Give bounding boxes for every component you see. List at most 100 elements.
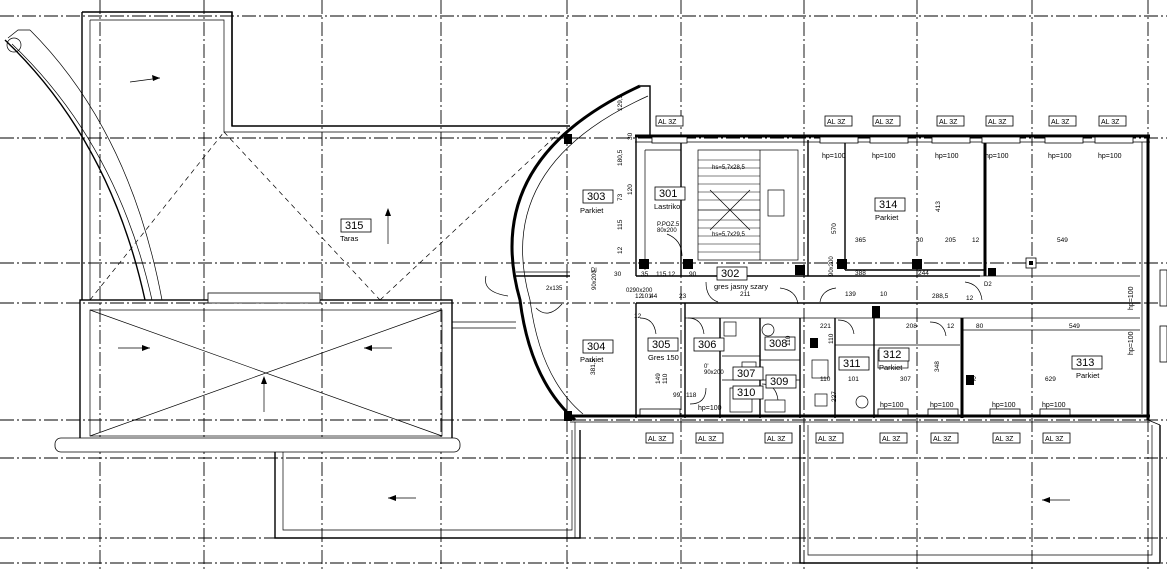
- room-number: 305: [652, 339, 670, 351]
- sill-height: hp=100: [1048, 153, 1072, 160]
- room-number: 307: [737, 368, 755, 380]
- svg-text:101: 101: [641, 293, 652, 300]
- svg-text:388: 388: [855, 270, 866, 277]
- room-311-label: 311: [838, 356, 870, 371]
- room-finish: gres jasny szary: [714, 282, 768, 291]
- sill-height: hp=100: [935, 153, 959, 160]
- svg-text:205: 205: [945, 237, 956, 244]
- room-312-label: 312 Parkiet: [878, 347, 910, 372]
- svg-text:44: 44: [650, 293, 658, 300]
- sill-height: hp=100: [880, 402, 904, 409]
- svg-text:115: 115: [656, 271, 667, 278]
- room-number: 310: [737, 387, 755, 399]
- room-306-label: 306: [693, 337, 725, 352]
- svg-text:307: 307: [900, 376, 911, 383]
- svg-text:115: 115: [617, 219, 624, 230]
- svg-text:110: 110: [785, 335, 792, 346]
- slope-arrows: [118, 75, 1070, 503]
- svg-text:211: 211: [740, 291, 751, 298]
- room-finish: Taras: [340, 234, 359, 243]
- room-301-label: 301 Lastriko: [654, 186, 686, 211]
- room-305-label: 305 Gres 150: [647, 337, 679, 362]
- svg-text:348: 348: [934, 361, 941, 372]
- sill-height: hp=100: [872, 153, 896, 160]
- room-309-label: 309: [765, 374, 797, 389]
- room-303-label: 303 Parkiet: [580, 189, 614, 215]
- svg-text:Dl: Dl: [591, 268, 597, 274]
- svg-text:90x200: 90x200: [704, 370, 724, 376]
- svg-text:12: 12: [972, 237, 980, 244]
- svg-text:101: 101: [848, 376, 859, 383]
- svg-text:118: 118: [686, 392, 697, 399]
- window-tags-bottom: AL 3Z AL 3Z AL 3Z AL 3Z AL 3Z AL 3Z AL 3…: [645, 286, 1135, 444]
- room-number: 303: [587, 191, 605, 203]
- room-number: 311: [843, 358, 861, 370]
- svg-text:35: 35: [641, 271, 649, 278]
- sill-height: hp=100: [822, 153, 846, 160]
- window-tag: AL 3Z: [875, 119, 894, 126]
- sill-height: hp=100: [1098, 153, 1122, 160]
- svg-text:0290x200: 0290x200: [626, 288, 653, 294]
- sill-height: hp=100: [992, 402, 1016, 409]
- sill-height: hp=100: [1128, 286, 1135, 310]
- window-tag: AL 3Z: [1101, 119, 1120, 126]
- svg-text:12: 12: [635, 293, 643, 300]
- sill-height: hp=100: [985, 153, 1009, 160]
- window-tag: AL 3Z: [1051, 119, 1070, 126]
- svg-text:12: 12: [966, 295, 974, 302]
- svg-text:549: 549: [1057, 237, 1068, 244]
- svg-text:110: 110: [662, 373, 669, 384]
- right-windows: [1159, 269, 1167, 363]
- svg-text:99: 99: [673, 392, 681, 399]
- room-number: 312: [883, 349, 901, 361]
- svg-text:80: 80: [976, 323, 984, 330]
- lower-balcony-right: [574, 419, 1161, 564]
- svg-text:120: 120: [627, 184, 634, 195]
- room-finish: Parkiet: [580, 206, 604, 215]
- window-tag: AL 3Z: [995, 436, 1014, 443]
- room-finish: Parkiet: [875, 213, 899, 222]
- svg-text:90x200: 90x200: [829, 256, 835, 276]
- room-304-label: 304 Parkiet: [580, 339, 614, 364]
- pergola-left: [54, 292, 516, 453]
- svg-text:549: 549: [1069, 323, 1080, 330]
- window-tag: AL 3Z: [818, 436, 837, 443]
- svg-text:D2: D2: [984, 282, 992, 288]
- svg-text:12: 12: [617, 246, 624, 254]
- svg-text:129,5: 129,5: [617, 94, 624, 111]
- svg-text:244: 244: [918, 270, 929, 277]
- svg-text:12: 12: [668, 271, 676, 278]
- window-tag: AL 3Z: [939, 119, 958, 126]
- room-finish: Gres 150: [648, 353, 679, 362]
- window-tag: AL 3Z: [767, 436, 786, 443]
- window-tag: AL 3Z: [658, 119, 677, 126]
- window-tag: AL 3Z: [882, 436, 901, 443]
- room-finish: Parkiet: [1076, 371, 1100, 380]
- svg-text:30: 30: [614, 271, 622, 278]
- window-tag: AL 3Z: [698, 436, 717, 443]
- room-number: 308: [769, 338, 787, 350]
- room-number: 313: [1076, 357, 1094, 369]
- svg-text:208: 208: [906, 323, 917, 330]
- sill-height: hp=100: [930, 402, 954, 409]
- sill-height: hp=100: [1128, 331, 1135, 355]
- lower-balcony-left: [274, 430, 581, 539]
- door-arcs: [639, 233, 983, 405]
- svg-text:80x200: 80x200: [657, 228, 677, 234]
- top-windows: [639, 136, 1134, 416]
- svg-text:hs=5,7x28,5: hs=5,7x28,5: [712, 165, 746, 171]
- room-number: 302: [721, 268, 739, 280]
- svg-text:149: 149: [655, 373, 662, 384]
- svg-text:10: 10: [880, 291, 888, 298]
- room-finish: Parkiet: [879, 363, 903, 372]
- room-number: 304: [587, 341, 605, 353]
- svg-text:P.POZ.5: P.POZ.5: [657, 222, 680, 228]
- window-tag: AL 3Z: [648, 436, 667, 443]
- svg-text:180,5: 180,5: [617, 149, 624, 166]
- window-tag: AL 3Z: [827, 119, 846, 126]
- svg-text:2x135: 2x135: [546, 286, 563, 292]
- svg-text:73: 73: [617, 193, 624, 201]
- curved-hall: [485, 84, 651, 422]
